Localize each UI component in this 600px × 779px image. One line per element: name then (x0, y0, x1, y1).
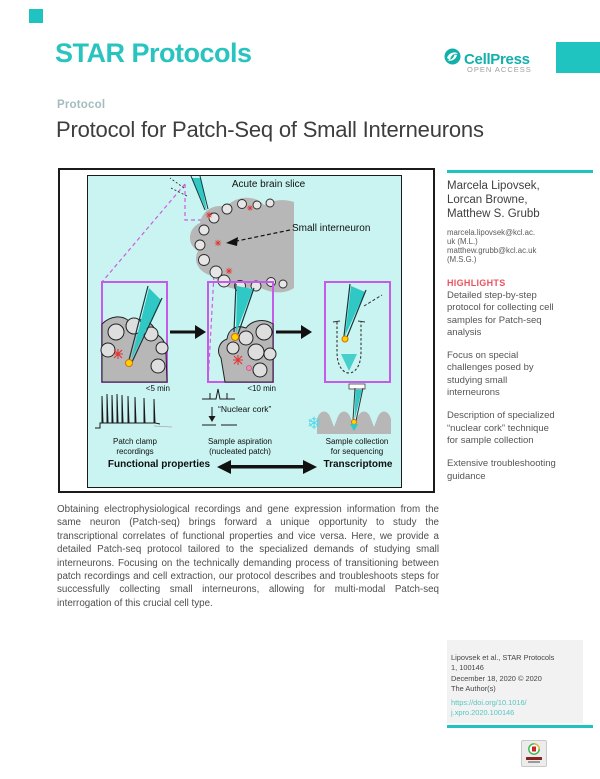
label-transcriptome: Transcriptome (323, 459, 393, 470)
arrow-1 (170, 325, 206, 339)
double-arrow (217, 460, 317, 474)
check-updates-badge[interactable] (521, 740, 547, 767)
slice-pipette-icon (169, 176, 209, 212)
sidebar-top-rule (447, 170, 593, 173)
publisher-logo: CellPress (444, 48, 530, 70)
doi-link[interactable]: https://doi.org/10.1016/ j.xpro.2020.100… (451, 698, 527, 718)
highlight-item: Focus on special challenges posed by stu… (447, 350, 534, 399)
author: Matthew S. Grubb (447, 207, 540, 220)
citation-text: Lipovsek et al., STAR Protocols 1, 10014… (451, 653, 555, 694)
label-time-1: <5 min (145, 384, 170, 393)
graphical-abstract-drawing: ❄ (95, 176, 391, 474)
label-time-2: <10 min (247, 384, 276, 393)
author-list: Marcela Lipovsek, Lorcan Browne, Matthew… (447, 180, 540, 221)
author: Lorcan Browne, (447, 193, 528, 206)
panel-extract (218, 283, 277, 383)
brand-square-top-right (556, 42, 600, 73)
cellpress-swirl-icon (444, 48, 461, 70)
sidebar-bottom-rule (447, 725, 593, 728)
label-acute-brain-slice: Acute brain slice (231, 179, 306, 190)
snowflake-icon: ❄ (307, 414, 321, 434)
publisher-name: CellPress (464, 50, 530, 68)
aspiration-trace (202, 388, 237, 426)
brand-square-top-left (29, 9, 43, 23)
correspondence-emails: marcela.lipovsek@kcl.ac. uk (M.L.) matth… (447, 228, 537, 264)
update-badge-icon (526, 743, 542, 763)
spike-train (95, 393, 161, 429)
article-title: Protocol for Patch-Seq of Small Interneu… (56, 117, 484, 142)
graphical-abstract-frame: ❄ Acute brain slice Small interneuron <5… (58, 168, 435, 493)
well-plate: ❄ (307, 383, 391, 434)
panel-tube (332, 283, 383, 374)
panel-patch (100, 285, 169, 383)
citation-block (447, 640, 583, 723)
author: Marcela Lipovsek, (447, 180, 540, 192)
label-functional-properties: Functional properties (107, 459, 211, 470)
interneuron-arrow (226, 229, 291, 246)
label-nuclear-cork: “Nuclear cork” (218, 404, 272, 414)
highlight-item: Description of specialized “nuclear cork… (447, 410, 555, 446)
arrow-2 (276, 325, 312, 339)
highlight-item: Extensive troubleshooting guidance (447, 458, 556, 482)
highlight-item: Detailed step-by-step protocol for colle… (447, 290, 554, 338)
label-small-interneuron: Small interneuron (292, 223, 371, 234)
highlights-list: Detailed step-by-step protocol for colle… (447, 290, 559, 494)
highlights-heading: HIGHLIGHTS (447, 278, 506, 288)
graphical-abstract: ❄ Acute brain slice Small interneuron <5… (87, 175, 402, 488)
journal-title: STAR Protocols (55, 38, 252, 68)
caption-sample-aspiration: Sample aspiration(nucleated patch) (207, 437, 273, 456)
brain-slice (169, 176, 294, 293)
abstract-text: Obtaining electrophysiological recording… (57, 504, 439, 609)
open-access-label: OPEN ACCESS (467, 65, 532, 74)
article-type-label: Protocol (57, 99, 106, 111)
